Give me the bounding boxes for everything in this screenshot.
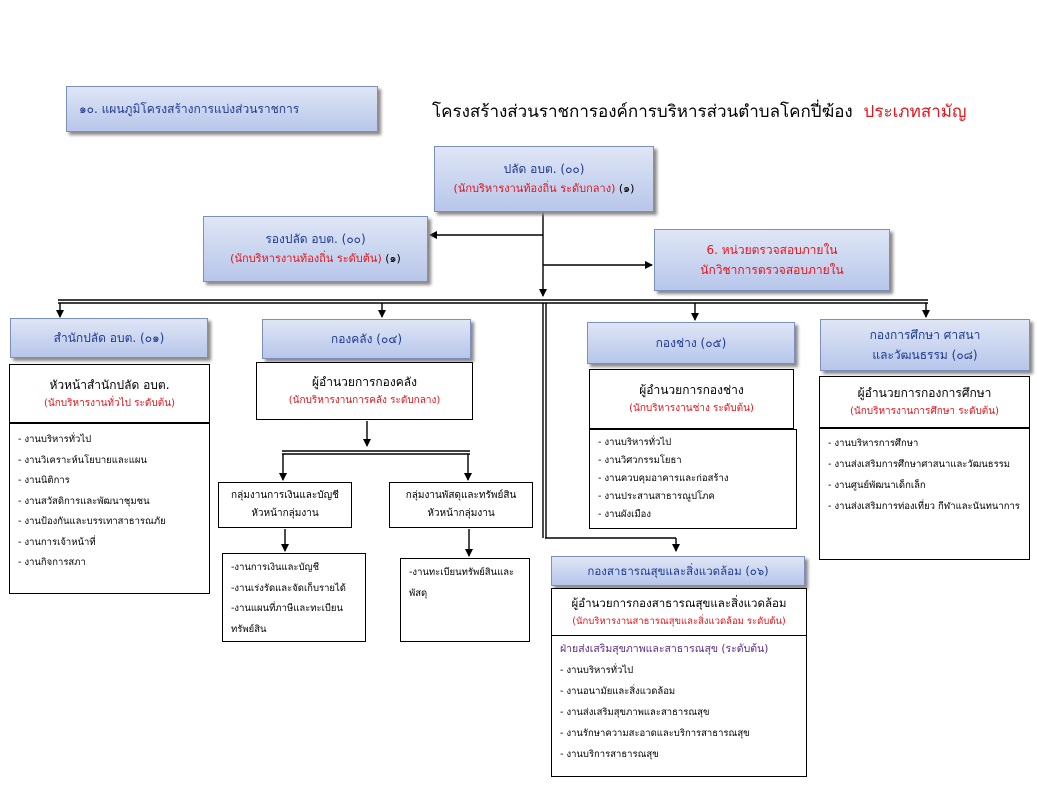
section-label-box: ๑๐. แผนภูมิโครงสร้างการแบ่งส่วนราชการ [66, 86, 378, 132]
list-item: - งานนิติการ [18, 475, 70, 486]
finance-header-label: กองคลัง (๐๔) [330, 332, 403, 346]
health-subunit: ฝ่ายส่งเสริมสุขภาพและสาธารณสุข (ระดับต้น… [560, 643, 769, 655]
list-item: -งานแผนที่ภาษีและทะเบียนทรัพย์สิน [231, 603, 343, 635]
list-item: - งานส่งเสริมการศึกษาศาสนาและวัฒนธรรม [828, 459, 1011, 470]
finance-group1-list: -งานการเงินและบัญชี -งานเร่งรัดและจัดเก็… [223, 554, 365, 640]
engineering-head-box: ผู้อำนวยการกองช่าง (นักบริหารงานช่าง ระด… [589, 369, 794, 429]
palad-title: ปลัด อบต. (๐๐) [503, 162, 585, 176]
education-header-line2: และวัฒนธรรม (๐๘) [872, 348, 978, 362]
list-item: - งานผังเมือง [598, 509, 651, 520]
education-items-box: - งานบริหารการศึกษา - งานส่งเสริมการศึกษ… [819, 428, 1030, 560]
list-item: - งานส่งเสริมสุขภาพและสาธารณสุข [560, 707, 710, 718]
engineering-items-box: - งานบริหารทั่วไป - งานวิศวกรรมโยธา - งา… [589, 429, 797, 529]
health-header-label: กองสาธารณสุขและสิ่งแวดล้อม (๐๖) [587, 564, 769, 578]
finance-group1-box: กลุ่มงานการเงินและบัญชี หัวหน้ากลุ่มงาน [218, 482, 352, 528]
office-head-box: หัวหน้าสำนักปลัด อบต. (นักบริหารงานทั่วไ… [9, 364, 210, 423]
palad-count: (๑) [618, 182, 635, 195]
list-item: - งานบริหารการศึกษา [828, 438, 919, 449]
list-item: - งานป้องกันและบรรเทาสาธารณภัย [18, 516, 166, 527]
section-label: ๑๐. แผนภูมิโครงสร้างการแบ่งส่วนราชการ [79, 102, 300, 116]
office-header: สำนักปลัด อบต. (๐๑) [10, 318, 208, 358]
finance-group2-items: -งานทะเบียนทรัพย์สินและพัสดุ [400, 558, 530, 642]
rong-palad-box: รองปลัด อบต. (๐๐) (นักบริหารงานท้องถิ่น … [203, 216, 428, 282]
education-item-list: - งานบริหารการศึกษา - งานส่งเสริมการศึกษ… [820, 429, 1029, 517]
office-item-list: - งานบริหารทั่วไป - งานวิเคราะห์นโยบายแล… [10, 424, 209, 574]
list-item: - งานบริหารทั่วไป [560, 665, 634, 676]
list-item: - งานส่งเสริมการท่องเที่ยว กีฬาและนันทนา… [828, 501, 1020, 512]
health-box: ผู้อำนวยการกองสาธารณสุขและสิ่งแวดล้อม (น… [551, 588, 807, 777]
list-item: - งานควบคุมอาคารและก่อสร้าง [598, 473, 729, 484]
list-item: -งานเร่งรัดและจัดเก็บรายได้ [231, 582, 346, 594]
list-item: - งานอนามัยและสิ่งแวดล้อม [560, 686, 676, 697]
education-level: (นักบริหารงานการศึกษา ระดับต้น) [849, 406, 1000, 417]
education-header-line1: กองการศึกษา ศาสนา [869, 328, 981, 342]
list-item: - งานวิศวกรรมโยธา [598, 455, 682, 466]
engineering-head: ผู้อำนวยการกองช่าง [639, 383, 744, 397]
audit-position: นักวิชาการตรวจสอบภายใน [700, 263, 844, 277]
health-head: ผู้อำนวยการกองสาธารณสุขและสิ่งแวดล้อม [571, 596, 787, 610]
finance-group2-head: หัวหน้ากลุ่มงาน [427, 508, 495, 519]
rong-palad-count: (๑) [385, 252, 401, 265]
palad-box: ปลัด อบต. (๐๐) (นักบริหารงานท้องถิ่น ระด… [434, 146, 654, 212]
finance-level: (นักบริหารงานการคลัง ระดับกลาง) [288, 395, 441, 406]
finance-head: ผู้อำนวยการกองคลัง [312, 375, 417, 389]
title-type: ประเภทสามัญ [863, 102, 967, 122]
rong-palad-level: (นักบริหารงานท้องถิ่น ระดับต้น) [230, 252, 382, 265]
finance-group1-items: -งานการเงินและบัญชี -งานเร่งรัดและจัดเก็… [222, 553, 366, 642]
rong-palad-title: รองปลัด อบต. (๐๐) [265, 232, 366, 246]
finance-group1-title: กลุ่มงานการเงินและบัญชี [231, 490, 339, 501]
health-level: (นักบริหารงานสาธารณสุขและสิ่งแวดล้อม ระด… [572, 616, 786, 627]
audit-box: 6. หน่วยตรวจสอบภายใน นักวิชาการตรวจสอบภา… [654, 229, 890, 291]
education-header: กองการศึกษา ศาสนา และวัฒนธรรม (๐๘) [820, 319, 1030, 371]
audit-title: 6. หน่วยตรวจสอบภายใน [706, 243, 838, 257]
list-item: - งานกิจการสภา [18, 557, 86, 568]
engineering-header-label: กองช่าง (๐๕) [655, 336, 727, 350]
title-main: โครงสร้างส่วนราชการองค์การบริหารส่วนตำบล… [432, 102, 853, 122]
health-subunit-area: ฝ่ายส่งเสริมสุขภาพและสาธารณสุข (ระดับต้น… [552, 635, 806, 765]
office-items-box: - งานบริหารทั่วไป - งานวิเคราะห์นโยบายแล… [9, 423, 210, 594]
palad-level: (นักบริหารงานท้องถิ่น ระดับกลาง) [453, 182, 616, 195]
education-head: ผู้อำนวยการกองการศึกษา [857, 386, 992, 400]
list-item: -งานการเงินและบัญชี [231, 562, 320, 573]
engineering-level: (นักบริหารงานช่าง ระดับต้น) [629, 403, 754, 414]
office-level: (นักบริหารงานทั่วไป ระดับต้น) [43, 397, 175, 409]
list-item: - งานศูนย์พัฒนาเด็กเล็ก [828, 480, 926, 491]
finance-head-box: ผู้อำนวยการกองคลัง (นักบริหารงานการคลัง … [256, 362, 473, 420]
list-item: -งานทะเบียนทรัพย์สินและพัสดุ [409, 567, 515, 599]
health-head-area: ผู้อำนวยการกองสาธารณสุขและสิ่งแวดล้อม (น… [552, 589, 806, 631]
list-item: - งานบริหารทั่วไป [18, 434, 92, 445]
health-header: กองสาธารณสุขและสิ่งแวดล้อม (๐๖) [551, 556, 805, 586]
list-item: - งานรักษาความสะอาดและบริการสาธารณสุข [560, 728, 750, 739]
list-item: - งานบริหารทั่วไป [598, 437, 672, 448]
engineering-header: กองช่าง (๐๕) [587, 322, 795, 364]
list-item: - งานสวัสดิการและพัฒนาชุมชน [18, 495, 150, 507]
education-head-box: ผู้อำนวยการกองการศึกษา (นักบริหารงานการศ… [819, 376, 1030, 428]
page-title: โครงสร้างส่วนราชการองค์การบริหารส่วนตำบล… [432, 98, 1032, 126]
list-item: - งานประสานสาธารณูปโภค [598, 491, 715, 502]
office-header-label: สำนักปลัด อบต. (๐๑) [53, 331, 165, 345]
finance-group2-box: กลุ่มงานพัสดุและทรัพย์สิน หัวหน้ากลุ่มงา… [389, 482, 533, 528]
health-item-list: - งานบริหารทั่วไป - งานอนามัยและสิ่งแวดล… [560, 658, 798, 765]
finance-header: กองคลัง (๐๔) [262, 319, 471, 359]
finance-group2-list: -งานทะเบียนทรัพย์สินและพัสดุ [401, 559, 529, 604]
finance-group1-head: หัวหน้ากลุ่มงาน [251, 508, 319, 519]
engineering-item-list: - งานบริหารทั่วไป - งานวิศวกรรมโยธา - งา… [590, 430, 796, 524]
list-item: - งานการเจ้าหน้าที่ [18, 536, 96, 548]
finance-group2-title: กลุ่มงานพัสดุและทรัพย์สิน [405, 490, 517, 501]
list-item: - งานบริการสาธารณสุข [560, 749, 659, 760]
office-head: หัวหน้าสำนักปลัด อบต. [49, 377, 170, 392]
list-item: - งานวิเคราะห์นโยบายและแผน [18, 454, 147, 466]
